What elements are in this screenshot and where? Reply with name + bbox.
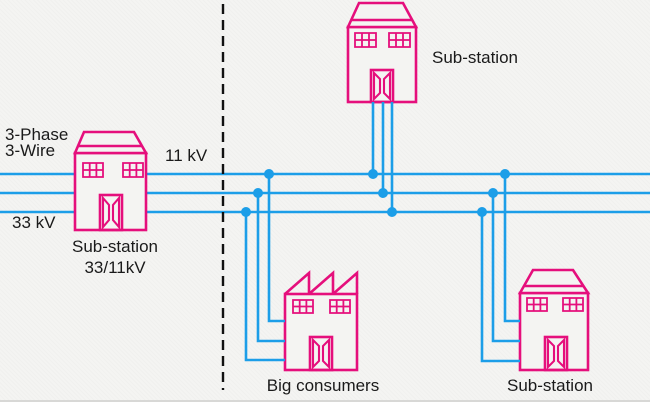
left-substation-door-panels [101,195,121,230]
big-consumers-sawtooth-roof [284,270,359,295]
big-consumers-building [283,270,359,372]
label-33kv: 33 kV [12,213,56,232]
junction-dot [488,188,498,198]
label-big-consumers: Big consumers [267,376,379,395]
label-top-substation: Sub-station [432,48,518,67]
right-substation-door [543,335,569,372]
right-substation-window-left [526,297,548,312]
diagram-labels: 3-Phase 3-Wire 11 kV 33 kV Sub-station 3… [5,48,593,395]
top-substation-door-panels [372,70,392,102]
right-substation-tap-1 [503,174,520,323]
label-3-phase: 3-Phase [5,125,68,144]
left-substation-door [98,193,124,232]
top-substation-building [345,1,419,104]
junction-dots [241,169,510,217]
label-left-substation-ratio: 33/11kV [84,258,146,277]
label-11kv: 11 kV [165,146,208,165]
big-consumers-door [308,335,334,372]
big-consumers-tap-lines [244,174,285,362]
big-consumers-tap-2 [256,193,285,343]
top-substation-body [346,25,418,104]
right-substation-roof [517,268,591,295]
right-substation-tap-3 [480,212,520,363]
junction-dot [264,169,274,179]
label-right-substation: Sub-station [507,376,593,395]
right-substation-tap-2 [491,193,520,343]
big-consumers-window-right [329,299,351,314]
right-substation-tap-lines [480,174,520,363]
left-substation-body [73,151,148,232]
junction-dot [477,207,487,217]
big-consumers-tap-3 [244,212,285,362]
junction-dot [253,188,263,198]
top-substation-tap-lines [371,102,394,212]
big-consumers-window-left [292,299,314,314]
label-3-wire: 3-Wire [5,141,55,160]
big-consumers-door-panels [311,337,331,370]
junction-dot [241,207,251,217]
junction-dot [387,207,397,217]
top-substation-window-left [354,32,377,48]
top-substation-window-right [388,32,411,48]
junction-dot [500,169,510,179]
right-substation-window-right [562,297,584,312]
top-substation-roof [345,1,419,29]
label-left-substation: Sub-station [72,237,158,256]
junction-dot [378,188,388,198]
right-substation-building [517,268,591,372]
junction-dot [368,169,378,179]
right-substation-door-panels [546,337,566,370]
left-substation-window-left [82,162,104,178]
left-substation-roof [73,130,149,155]
left-substation-building [73,130,149,232]
big-consumers-tap-1 [267,174,285,323]
left-substation-window-right [122,162,144,178]
big-consumers-body [283,292,359,372]
